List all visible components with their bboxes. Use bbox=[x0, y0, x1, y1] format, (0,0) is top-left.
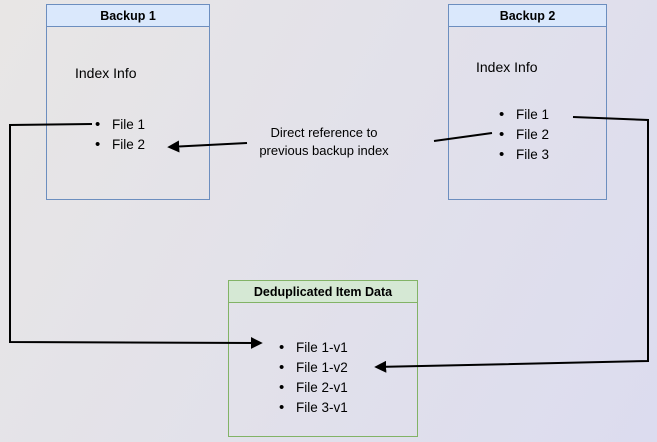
deduplicated-item-data-box: Deduplicated Item Data File 1-v1 File 1-… bbox=[228, 280, 418, 437]
backup-2-box: Backup 2 Index Info File 1 File 2 File 3 bbox=[448, 4, 607, 200]
list-item: File 3 bbox=[499, 145, 549, 165]
backup-1-file-list: File 1 File 2 bbox=[95, 115, 145, 155]
direct-reference-annotation: Direct reference to previous backup inde… bbox=[234, 124, 414, 160]
list-item: File 1 bbox=[95, 115, 145, 135]
deduplicated-item-data-title: Deduplicated Item Data bbox=[229, 281, 417, 303]
dedup-file-list: File 1-v1 File 1-v2 File 2-v1 File 3-v1 bbox=[279, 338, 348, 418]
list-item: File 1-v2 bbox=[279, 358, 348, 378]
backup-1-box: Backup 1 Index Info File 1 File 2 bbox=[46, 4, 210, 200]
list-item: File 2-v1 bbox=[279, 378, 348, 398]
annotation-line-2: previous backup index bbox=[259, 143, 389, 158]
list-item: File 2 bbox=[95, 135, 145, 155]
list-item: File 1 bbox=[499, 105, 549, 125]
backup-2-title: Backup 2 bbox=[449, 5, 606, 27]
list-item: File 2 bbox=[499, 125, 549, 145]
list-item: File 3-v1 bbox=[279, 398, 348, 418]
backup-1-index-info-label: Index Info bbox=[75, 65, 137, 81]
backup-2-file-list: File 1 File 2 File 3 bbox=[499, 105, 549, 165]
list-item: File 1-v1 bbox=[279, 338, 348, 358]
backup-1-title: Backup 1 bbox=[47, 5, 209, 27]
annotation-line-1: Direct reference to bbox=[270, 125, 378, 140]
backup-2-index-info-label: Index Info bbox=[476, 59, 538, 75]
